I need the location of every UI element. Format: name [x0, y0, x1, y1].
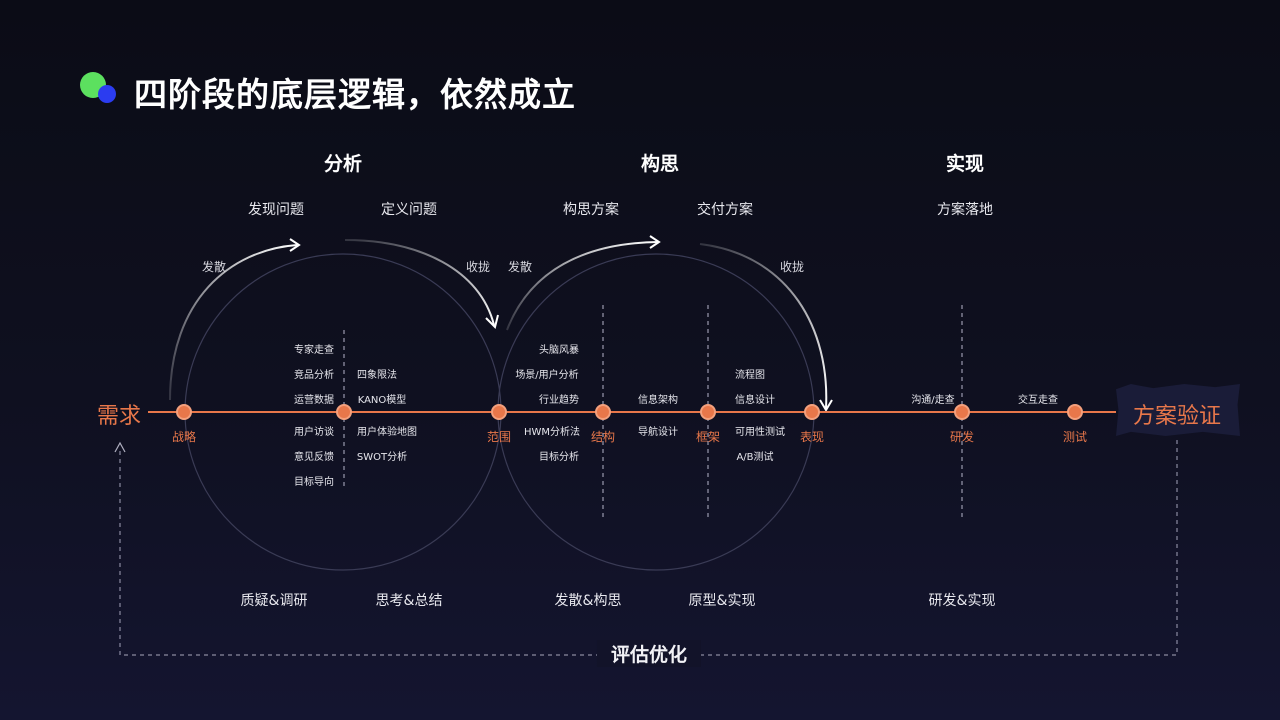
task-deliver: 交付方案	[697, 202, 753, 218]
motion-converge-1: 收拢	[465, 260, 491, 274]
task-discover: 发现问题	[248, 202, 304, 218]
node-label-framework: 框架	[695, 430, 721, 444]
method-item: HWM分析法	[523, 427, 581, 438]
diverge-arrow-2	[649, 235, 661, 249]
timeline-node-scope	[491, 404, 507, 420]
phase-ideation: 发散&构思	[554, 593, 622, 609]
method-item: 四象限法	[357, 370, 397, 381]
method-item: 竞品分析	[294, 370, 334, 381]
method-item: 交互走查	[1018, 395, 1058, 406]
phase-summary: 思考&总结	[375, 593, 443, 609]
timeline-node-test	[1067, 404, 1083, 420]
stage-analysis: 分析	[323, 153, 363, 175]
page-title: 四阶段的底层逻辑，依然成立	[134, 75, 576, 114]
timeline-node-framework	[700, 404, 716, 420]
method-item: 信息设计	[735, 395, 775, 406]
node-label-test: 测试	[1062, 430, 1088, 444]
timeline-node-center	[336, 404, 352, 420]
feedback-loop	[119, 440, 1178, 656]
method-item: 头脑风暴	[539, 345, 579, 356]
timeline-node-surface	[804, 404, 820, 420]
timeline-node-strategy	[176, 404, 192, 420]
method-item: 专家走查	[294, 345, 334, 356]
phase-prototype: 原型&实现	[688, 593, 756, 609]
diverge-arc-2	[506, 241, 659, 331]
motion-converge-2: 收拢	[779, 260, 805, 274]
task-define: 定义问题	[381, 202, 437, 218]
phase-development: 研发&实现	[928, 593, 996, 609]
timeline-node-structure	[595, 404, 611, 420]
converge-arrow-2	[819, 399, 833, 412]
phase-research: 质疑&调研	[240, 593, 308, 609]
method-item: 信息架构	[638, 395, 678, 406]
method-item: 用户体验地图	[357, 427, 417, 438]
method-item: 目标导向	[294, 477, 334, 488]
method-item: 行业趋势	[539, 395, 579, 406]
converge-arc-1	[344, 239, 495, 326]
node-label-structure: 结构	[590, 430, 616, 444]
stage-implementation: 实现	[945, 153, 985, 175]
node-label-scope: 范围	[486, 430, 512, 444]
method-item: 沟通/走查	[911, 395, 955, 406]
converge-arc-2	[699, 243, 828, 409]
method-item: 可用性测试	[735, 427, 785, 438]
node-label-surface: 表现	[799, 430, 825, 444]
method-item: 导航设计	[638, 427, 678, 438]
method-item: KANO模型	[357, 395, 407, 406]
endpoint-highlight	[1116, 384, 1240, 436]
endpoint-start: 需求	[96, 404, 142, 429]
method-item: SWOT分析	[356, 452, 408, 463]
motion-diverge-1: 发散	[201, 260, 227, 274]
task-launch: 方案落地	[937, 202, 993, 218]
blue-dot-icon	[98, 85, 116, 103]
converge-arrow-1	[485, 314, 499, 329]
method-item: 意见反馈	[294, 452, 334, 463]
method-item: 运营数据	[294, 395, 334, 406]
method-item: 场景/用户分析	[515, 370, 579, 381]
node-label-dev: 研发	[949, 430, 975, 444]
feedback-label: 评估优化	[596, 640, 702, 667]
method-item: 目标分析	[539, 452, 579, 463]
timeline-node-dev	[954, 404, 970, 420]
method-item: A/B测试	[736, 452, 774, 463]
diverge-arc-1	[169, 244, 298, 401]
stage-ideation: 构思	[640, 153, 680, 175]
feedback-arrow-icon	[114, 441, 126, 453]
diverge-arrow-1	[289, 238, 301, 252]
node-label-strategy: 战略	[171, 430, 197, 444]
title-bullet-icon	[80, 72, 120, 108]
method-item: 用户访谈	[294, 427, 334, 438]
method-item: 流程图	[735, 370, 765, 381]
motion-diverge-2: 发散	[507, 260, 533, 274]
task-ideate: 构思方案	[563, 202, 619, 218]
endpoint-end: 方案验证	[1132, 404, 1222, 429]
